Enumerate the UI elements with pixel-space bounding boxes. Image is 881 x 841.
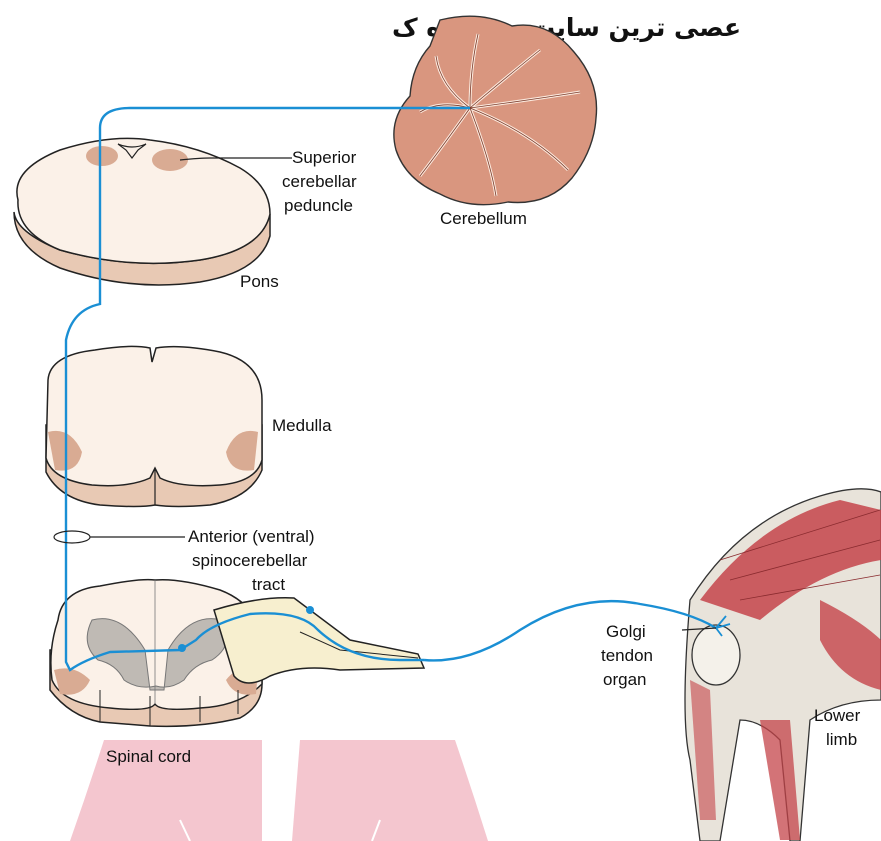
label-lower-limb-2: limb bbox=[826, 730, 857, 749]
label-superior-2: cerebellar bbox=[282, 172, 357, 191]
patella bbox=[692, 625, 740, 685]
neuron-cell-body bbox=[178, 644, 186, 652]
lower-limb bbox=[685, 489, 881, 841]
label-superior-1: Superior bbox=[292, 148, 357, 167]
label-anterior-1: Anterior (ventral) bbox=[188, 527, 315, 546]
label-spinal-cord: Spinal cord bbox=[106, 747, 191, 766]
label-pons: Pons bbox=[240, 272, 279, 291]
label-golgi-3: organ bbox=[603, 670, 646, 689]
label-medulla: Medulla bbox=[272, 416, 332, 435]
label-lower-limb-1: Lower bbox=[814, 706, 861, 725]
neuron-cell-body-root bbox=[306, 606, 314, 614]
pons-left-peduncle bbox=[86, 146, 118, 166]
pons-section bbox=[14, 138, 270, 285]
label-cerebellum: Cerebellum bbox=[440, 209, 527, 228]
cerebellum bbox=[394, 16, 597, 205]
label-anterior-2: spinocerebellar bbox=[192, 551, 308, 570]
label-golgi-2: tendon bbox=[601, 646, 653, 665]
medulla-section bbox=[46, 346, 262, 506]
nerve-roots bbox=[214, 598, 424, 683]
label-superior-3: peduncle bbox=[284, 196, 353, 215]
label-golgi-1: Golgi bbox=[606, 622, 646, 641]
label-anterior-3: tract bbox=[252, 575, 285, 594]
